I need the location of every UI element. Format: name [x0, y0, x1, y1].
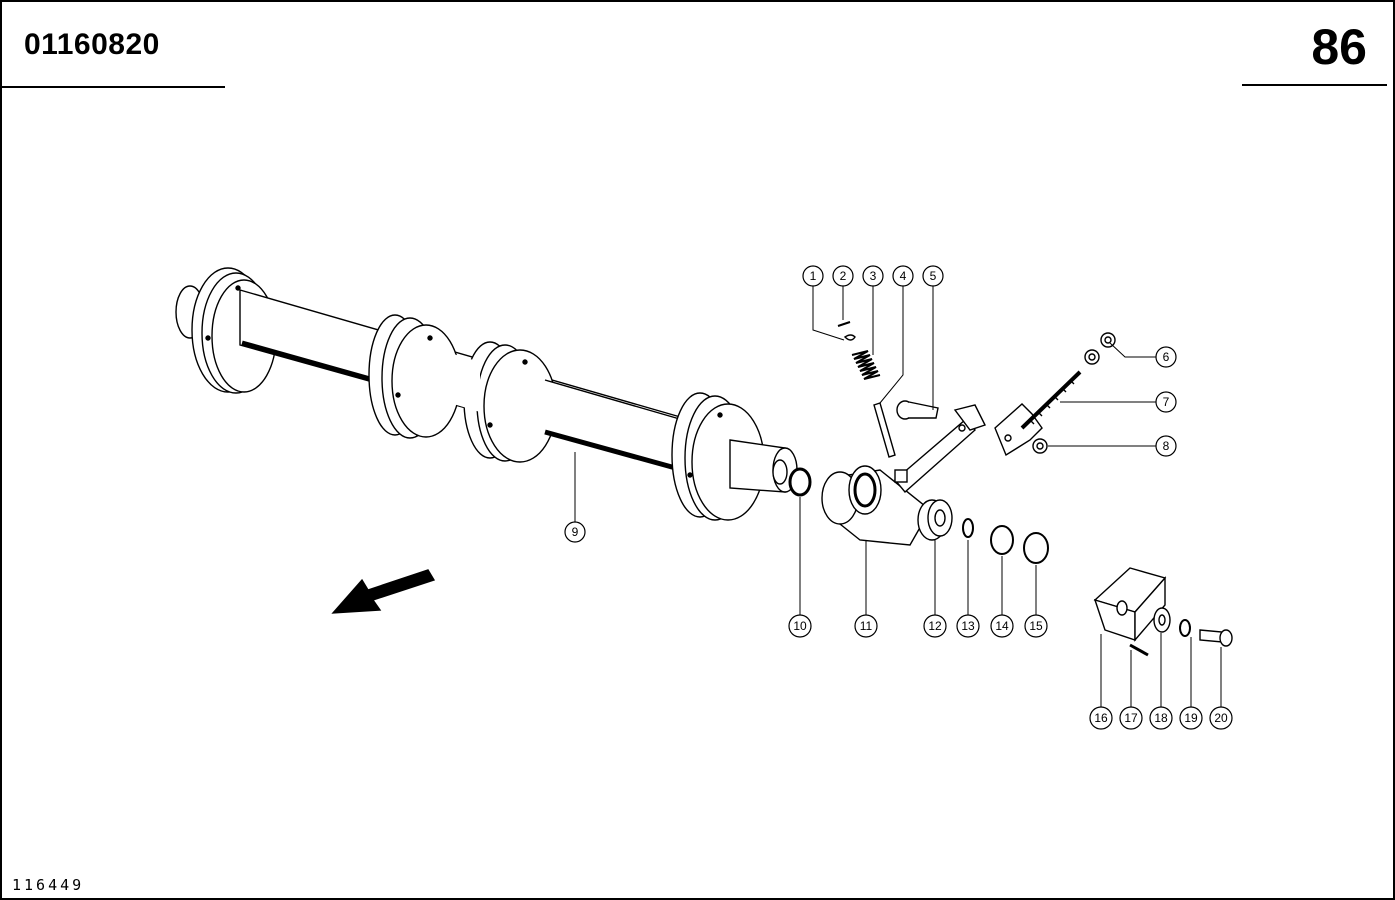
callout-8-label: 8: [1163, 439, 1170, 453]
callout-7-label: 7: [1163, 395, 1170, 409]
callout-7: 7: [1155, 391, 1177, 413]
callout-11-label: 11: [860, 619, 873, 633]
callout-13-label: 13: [961, 619, 975, 633]
washer-18: [1153, 607, 1171, 633]
callout-5-label: 5: [930, 269, 937, 283]
callout-11: 11: [854, 614, 878, 638]
callout-6: 6: [1155, 346, 1177, 368]
header-rule-left: [2, 86, 225, 88]
callout-5: 5: [922, 265, 944, 287]
bolt-5: [896, 400, 939, 420]
bearing-12: [917, 499, 953, 541]
callout-3: 3: [862, 265, 884, 287]
rod-4: [873, 402, 896, 458]
callout-15-label: 15: [1029, 619, 1043, 633]
callout-19-label: 19: [1184, 711, 1198, 725]
callout-13: 13: [956, 614, 980, 638]
page-number: 86: [1311, 19, 1367, 75]
callout-12: 12: [923, 614, 947, 638]
callout-1: 1: [802, 265, 824, 287]
callout-10-label: 10: [793, 619, 807, 633]
ring-19: [1179, 619, 1191, 637]
leader-lines: [574, 286, 1222, 707]
callout-3-label: 3: [870, 269, 877, 283]
direction-arrow: [331, 569, 436, 614]
callout-9: 9: [564, 521, 586, 543]
callout-20-label: 20: [1214, 711, 1228, 725]
shaft-assembly: [175, 267, 798, 521]
callout-18-label: 18: [1154, 711, 1168, 725]
ring-10: [788, 467, 812, 497]
callout-10: 10: [788, 614, 812, 638]
circlip-15: [1023, 532, 1049, 564]
tension-bolt-7: [994, 370, 1082, 457]
callout-14: 14: [990, 614, 1014, 638]
callout-1-label: 1: [810, 269, 817, 283]
callout-17: 17: [1119, 706, 1143, 730]
header-rule-right: [1242, 84, 1387, 86]
pin-2: [837, 321, 851, 327]
callout-18: 18: [1149, 706, 1173, 730]
clip-1: [843, 334, 856, 341]
nuts-6: [1084, 332, 1116, 365]
callout-20: 20: [1209, 706, 1233, 730]
callout-9-label: 9: [572, 525, 579, 539]
spring-3: [851, 350, 881, 380]
block-16: [1093, 567, 1167, 642]
callout-4-label: 4: [900, 269, 907, 283]
bearing-housing-11: [821, 404, 986, 546]
bolt-20: [1199, 629, 1233, 647]
part-number: 01160820: [24, 28, 160, 61]
pin-17: [1129, 643, 1149, 657]
nut-8: [1032, 438, 1048, 454]
callout-16-label: 16: [1094, 711, 1108, 725]
callout-19: 19: [1179, 706, 1203, 730]
callout-6-label: 6: [1163, 350, 1170, 364]
ring-14: [990, 525, 1014, 555]
callout-4: 4: [892, 265, 914, 287]
callout-14-label: 14: [995, 619, 1009, 633]
callout-15: 15: [1024, 614, 1048, 638]
callout-16: 16: [1089, 706, 1113, 730]
reference-code: 116449: [12, 876, 85, 894]
callout-8: 8: [1155, 435, 1177, 457]
callout-2: 2: [832, 265, 854, 287]
callout-12-label: 12: [928, 619, 942, 633]
callout-2-label: 2: [840, 269, 847, 283]
callout-17-label: 17: [1124, 711, 1138, 725]
ring-13: [962, 518, 974, 538]
